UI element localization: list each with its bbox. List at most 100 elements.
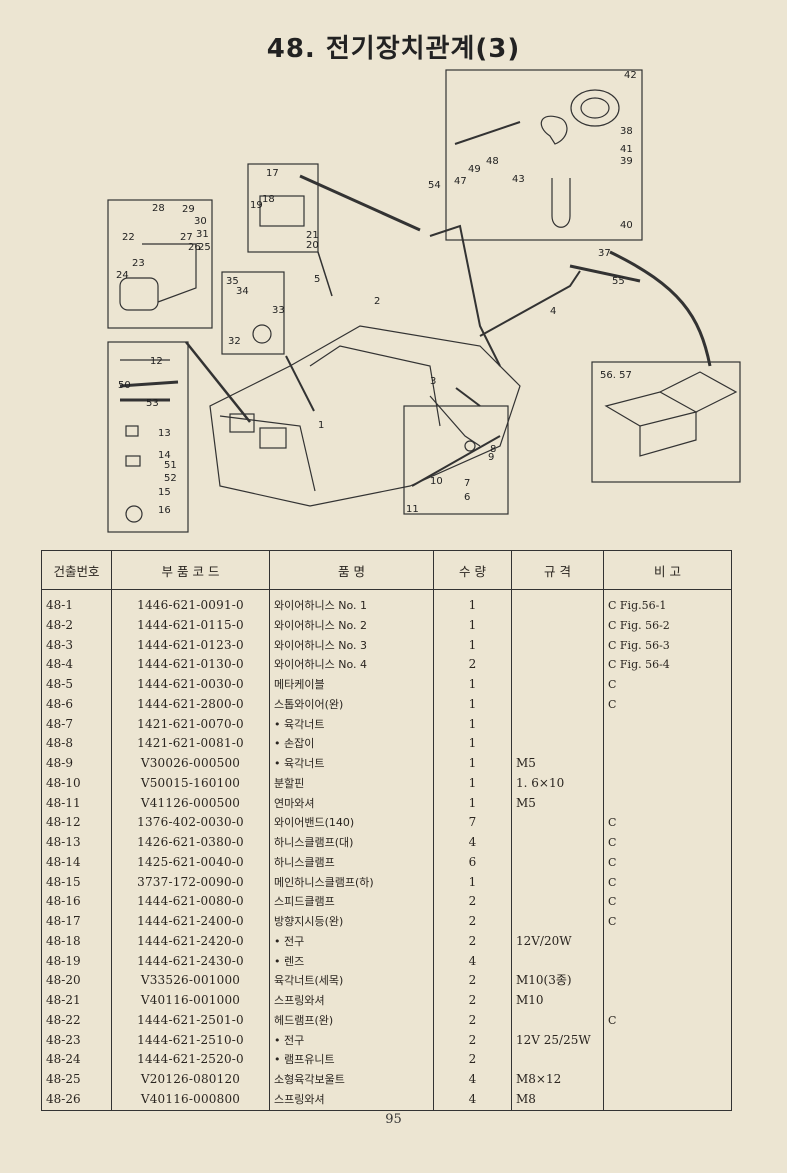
cell-note (603, 754, 732, 774)
cell-note: C (603, 833, 732, 853)
header-remarks: 비 고 (603, 550, 732, 590)
detail-box-headlamp (107, 199, 213, 329)
cell-note: C Fig.56-1 (603, 589, 732, 616)
detail-box-turn-signal (247, 163, 319, 253)
cell-no: 48-7 (41, 714, 112, 735)
callout-38: 50 (118, 380, 131, 391)
cell-no: 48-25 (41, 1070, 112, 1090)
cell-name: 소형육각보울트 (269, 1070, 434, 1090)
cell-name: 와이어하니스 No. 2 (269, 615, 434, 636)
cell-name: 와이어밴드(140) (269, 813, 434, 833)
cell-name: 헤드램프(완) (269, 1010, 434, 1031)
cell-note (603, 734, 732, 754)
cell-spec: 12V/20W (511, 931, 604, 952)
cell-qty: 6 (433, 852, 512, 873)
cell-spec (511, 1010, 604, 1031)
callout-16: 19 (250, 200, 263, 211)
cell-qty: 2 (433, 655, 512, 675)
cell-name: • 손잡이 (269, 734, 434, 754)
callout-50: 6 (464, 492, 470, 503)
cell-code: 1444-621-2400-0 (111, 912, 270, 932)
cell-qty: 4 (433, 1070, 512, 1090)
cell-code: 1444-621-2420-0 (111, 931, 270, 952)
page-number: 95 (385, 1112, 402, 1127)
cell-code: 1444-621-0030-0 (111, 675, 270, 695)
cell-code: 1444-621-2520-0 (111, 1050, 270, 1070)
cell-note (603, 1050, 732, 1070)
cell-no: 48-2 (41, 615, 112, 636)
cell-code: 3737-172-0090-0 (111, 872, 270, 893)
cell-spec (511, 892, 604, 912)
callout-37: 12 (150, 356, 163, 367)
cell-spec (511, 714, 604, 735)
cell-note (603, 951, 732, 972)
callout-3: 39 (620, 156, 633, 167)
cell-no: 48-20 (41, 971, 112, 991)
cell-spec (511, 615, 604, 636)
callout-13: 56. 57 (600, 370, 632, 381)
header-quantity: 수 량 (433, 550, 512, 590)
callout-36: 1 (318, 420, 324, 431)
cell-name: 스프링와셔 (269, 1089, 434, 1111)
callout-22: 27 (180, 232, 193, 243)
cell-no: 48-26 (41, 1089, 112, 1111)
cell-code: V40116-000800 (111, 1089, 270, 1111)
cell-no: 48-22 (41, 1010, 112, 1031)
cell-spec (511, 813, 604, 833)
cell-qty: 2 (433, 1050, 512, 1070)
cell-name: 하니스클램프 (269, 852, 434, 873)
cell-note: C (603, 675, 732, 695)
cell-code: 1421-621-0081-0 (111, 734, 270, 754)
cell-qty: 2 (433, 912, 512, 932)
cell-note (603, 773, 732, 794)
callout-30: 34 (236, 286, 249, 297)
cell-code: 1426-621-0380-0 (111, 833, 270, 853)
cell-code: V41126-000500 (111, 793, 270, 814)
cell-name: 와이어하니스 No. 4 (269, 655, 434, 675)
cell-code: 1444-621-2430-0 (111, 951, 270, 972)
cell-note: C Fig. 56-2 (603, 615, 732, 636)
cell-qty: 1 (433, 694, 512, 715)
cell-note (603, 793, 732, 814)
callout-46: 9 (488, 452, 494, 463)
cell-name: • 전구 (269, 1030, 434, 1051)
callout-9: 54 (428, 180, 441, 191)
callout-2: 41 (620, 144, 633, 155)
cell-no: 48-6 (41, 694, 112, 715)
cell-spec (511, 951, 604, 972)
cell-code: V40116-001000 (111, 991, 270, 1011)
cell-no: 48-14 (41, 852, 112, 873)
cell-spec: M10(3종) (511, 971, 604, 991)
cell-spec (511, 833, 604, 853)
cell-qty: 1 (433, 793, 512, 814)
detail-box-harness-clamps (107, 341, 189, 533)
callout-43: 52 (164, 473, 177, 484)
cell-name: • 육각너트 (269, 754, 434, 774)
cell-code: 1444-621-0123-0 (111, 635, 270, 656)
cell-qty: 2 (433, 1030, 512, 1051)
callout-6: 49 (468, 164, 481, 175)
cell-note: C (603, 852, 732, 873)
callout-15: 18 (262, 194, 275, 205)
callout-44: 15 (158, 487, 171, 498)
callout-7: 47 (454, 176, 467, 187)
cell-qty: 1 (433, 589, 512, 616)
cell-name: 스프링와셔 (269, 991, 434, 1011)
cell-code: 1444-621-0080-0 (111, 892, 270, 912)
callout-47: 8 (490, 444, 496, 455)
cell-name: 하니스클램프(대) (269, 833, 434, 853)
cell-qty: 1 (433, 615, 512, 636)
callout-19: 28 (152, 203, 165, 214)
callout-29: 35 (226, 276, 239, 287)
